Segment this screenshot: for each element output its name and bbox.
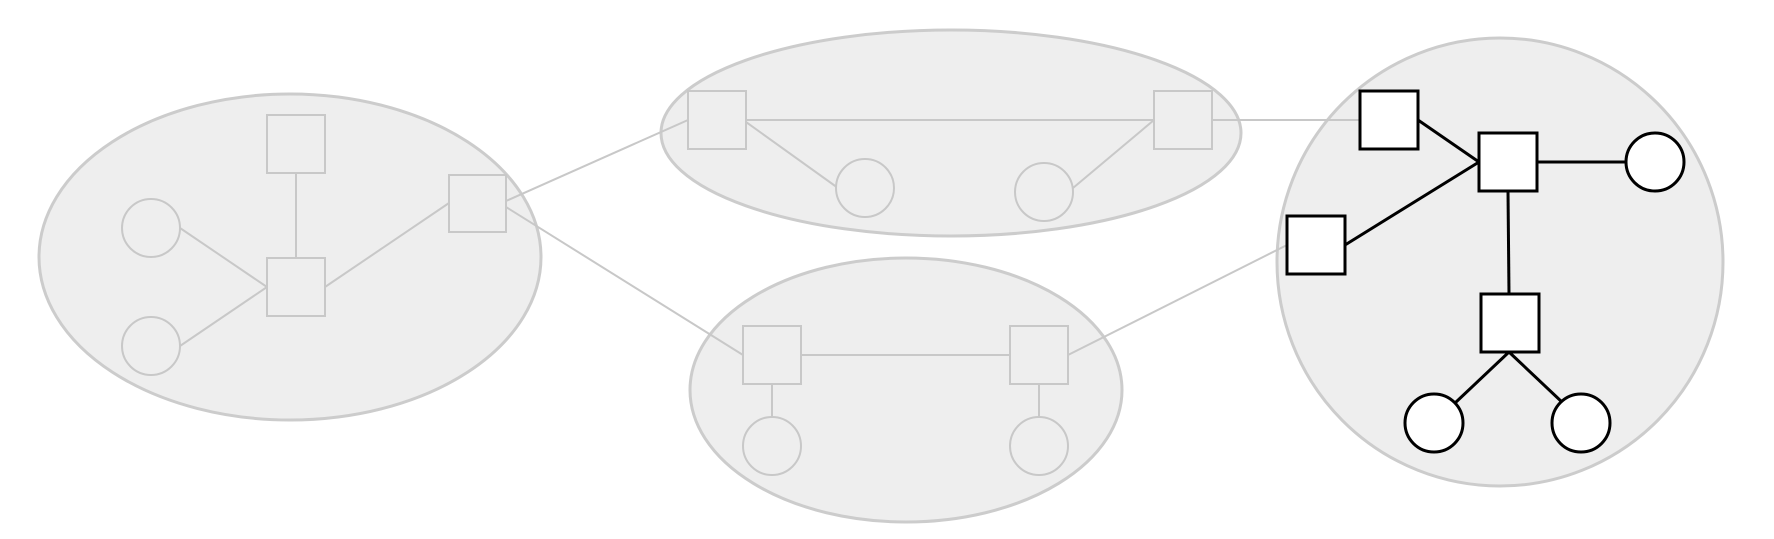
edge: [324, 202, 450, 288]
edge: [1507, 350, 1565, 405]
active-edges: [1344, 118, 1626, 405]
square-node: [1153, 90, 1213, 150]
edge: [505, 119, 689, 202]
cluster-bottom-middle: [688, 256, 1124, 524]
edge: [505, 206, 744, 356]
circle-node: [742, 416, 802, 476]
square-node: [742, 325, 802, 385]
square-node: [1479, 292, 1541, 354]
square-node: [1009, 325, 1069, 385]
edge: [1506, 190, 1511, 295]
circle-node: [1009, 416, 1069, 476]
edge: [745, 121, 839, 189]
edge: [179, 286, 268, 347]
edge: [1344, 160, 1480, 247]
circle-node: [835, 158, 895, 218]
edge: [1453, 350, 1511, 405]
circle-node: [1403, 392, 1465, 454]
square-node: [1477, 131, 1539, 193]
circle-node: [121, 316, 181, 376]
active-nodes: [1285, 89, 1686, 454]
edge: [1072, 119, 1155, 189]
circle-node: [1550, 392, 1612, 454]
square-node: [1285, 214, 1347, 276]
square-node: [266, 114, 326, 174]
circle-node: [1624, 131, 1686, 193]
edge: [179, 227, 268, 288]
circle-node: [121, 198, 181, 258]
square-node: [448, 174, 507, 233]
square-node: [1358, 89, 1420, 151]
square-node: [687, 90, 747, 150]
square-node: [266, 257, 326, 317]
edge: [1067, 244, 1288, 356]
edge: [1417, 118, 1480, 164]
circle-node: [1014, 162, 1074, 222]
faded-nodes: [121, 90, 1213, 476]
faded-edges: [179, 119, 1360, 417]
